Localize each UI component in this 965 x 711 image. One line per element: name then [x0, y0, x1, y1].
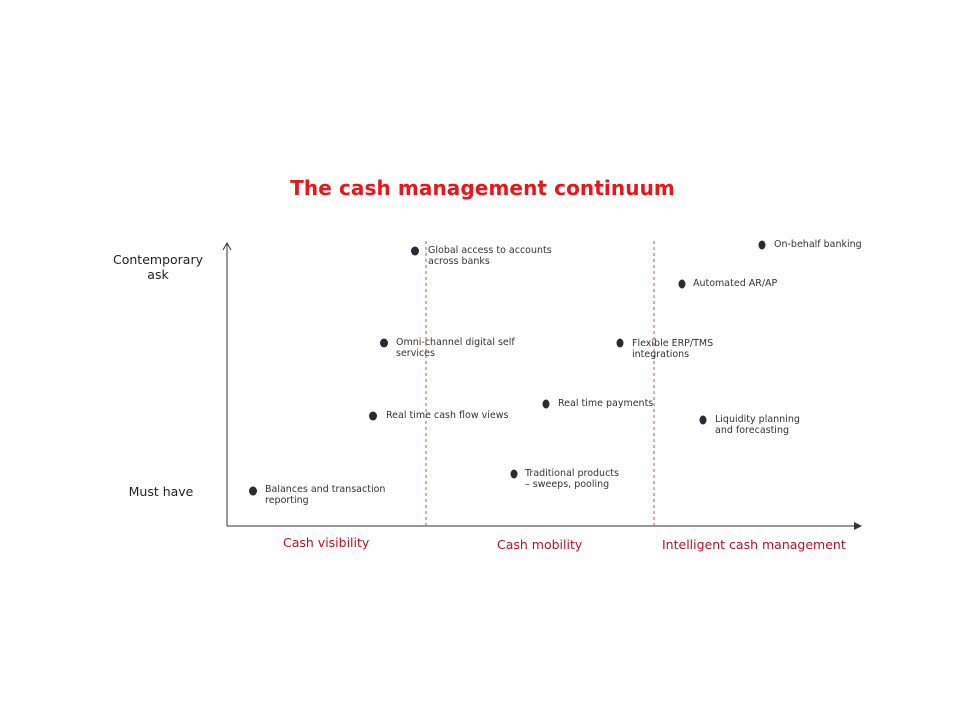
- item-dot-on-behalf-banking: [758, 240, 766, 250]
- item-label-global-access: Global access to accounts across banks: [428, 245, 552, 267]
- item-label-on-behalf-banking: On-behalf banking: [774, 239, 862, 250]
- item-dot-global-access: [411, 246, 419, 256]
- item-label-flexible-erp: Flexible ERP/TMS integrations: [632, 338, 714, 360]
- x-axis-arrow-icon: [854, 522, 862, 530]
- item-label-traditional-products: Traditional products – sweeps, pooling: [525, 468, 619, 490]
- item-dot-traditional-products: [510, 469, 518, 479]
- diagram-title: The cash management continuum: [290, 176, 675, 200]
- y-axis-label-bottom: Must have: [128, 484, 194, 499]
- item-label-omni-channel: Omni-channel digital self services: [396, 337, 515, 359]
- item-label-real-time-payments: Real time payments: [558, 398, 654, 409]
- item-dot-liquidity-planning: [699, 415, 707, 425]
- item-dot-automated-ar-ap: [678, 279, 686, 289]
- y-axis-label-top: Contemporary ask: [113, 252, 203, 282]
- band-label-intelligent-cash-management: Intelligent cash management: [662, 537, 846, 552]
- y-axis-arrow-icon: [222, 241, 232, 251]
- item-dot-flexible-erp: [616, 338, 624, 348]
- item-dot-omni-channel: [380, 338, 388, 348]
- item-dot-balances: [249, 486, 257, 496]
- item-label-automated-ar-ap: Automated AR/AP: [693, 278, 778, 289]
- item-dot-real-time-payments: [542, 399, 550, 409]
- band-label-cash-mobility: Cash mobility: [497, 537, 583, 552]
- band-label-cash-visibility: Cash visibility: [283, 535, 370, 550]
- item-label-liquidity-planning: Liquidity planning and forecasting: [715, 414, 800, 436]
- item-dot-real-time-cash-flow: [369, 411, 377, 421]
- item-label-real-time-cash-flow: Real time cash flow views: [386, 410, 509, 421]
- item-label-balances: Balances and transaction reporting: [265, 484, 386, 506]
